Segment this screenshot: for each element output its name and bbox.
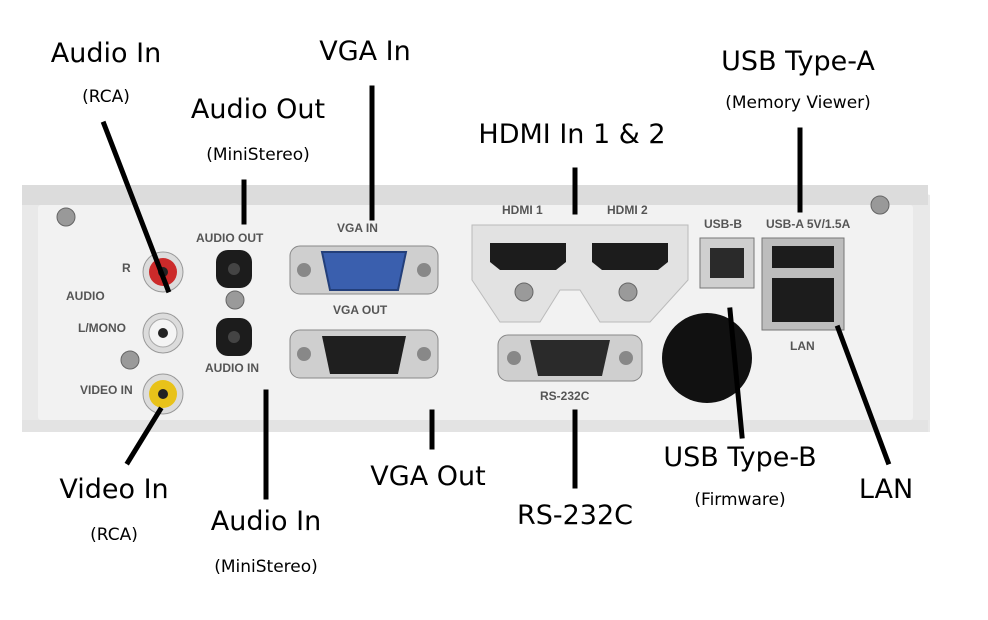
rca-audio-l-jack (142, 312, 184, 354)
usb-b-port (699, 237, 755, 289)
panel-label-audio-in: AUDIO IN (205, 361, 259, 375)
callout-lan-title: LAN (859, 474, 913, 505)
ministereo-out-jack (216, 250, 252, 288)
panel-label-lan: LAN (790, 339, 815, 353)
callout-audio-in-rca-sub: (RCA) (82, 87, 130, 107)
callout-usb-b-title: USB Type-B (663, 442, 816, 473)
callout-usb-b-sub: (Firmware) (694, 490, 785, 510)
callout-audio-out-sub: (MiniStereo) (206, 145, 310, 165)
screw-icon (120, 350, 140, 370)
hdmi-ports (471, 224, 689, 323)
panel-label-r: R (122, 261, 131, 275)
callout-audio-in-mini-title: Audio In (211, 506, 321, 537)
usb-a-lan-ports (761, 237, 845, 331)
panel-label-usb-b: USB-B (704, 217, 742, 231)
callout-labels: Audio In (RCA) Audio Out (MiniStereo) VG… (51, 36, 913, 577)
callout-usb-a-title: USB Type-A (721, 46, 875, 77)
hdmi-1-port (490, 243, 566, 270)
callout-hdmi-in-title: HDMI In 1 & 2 (478, 119, 665, 150)
callout-audio-out-title: Audio Out (191, 94, 325, 125)
rca-video-jack (142, 373, 184, 415)
panel-label-l-mono: L/MONO (78, 321, 126, 335)
panel-label-rs232c: RS-232C (540, 389, 590, 403)
ministereo-in-jack (216, 318, 252, 356)
panel-label-usb-a: USB-A 5V/1.5A (766, 217, 851, 231)
callout-audio-in-mini-sub: (MiniStereo) (214, 557, 318, 577)
callout-video-in-rca-title: Video In (59, 474, 168, 505)
callout-usb-a-sub: (Memory Viewer) (725, 93, 871, 113)
leader-lines (100, 85, 892, 500)
panel-label-vga-out: VGA OUT (333, 303, 388, 317)
callout-rs232c-title: RS-232C (517, 500, 633, 531)
panel-label-audio: AUDIO (66, 289, 105, 303)
panel-label-video-in: VIDEO IN (80, 383, 133, 397)
rubber-plug (662, 313, 752, 403)
screw-icon (225, 290, 245, 310)
hdmi-2-port (592, 243, 668, 270)
callout-vga-out-title: VGA Out (370, 461, 485, 492)
screw-icon (514, 282, 534, 302)
panel-label-audio-out: AUDIO OUT (196, 231, 264, 245)
callout-audio-in-rca-title: Audio In (51, 38, 161, 69)
callout-vga-in-title: VGA In (319, 36, 411, 67)
lan-port (772, 278, 834, 322)
rs232c-port (497, 334, 643, 382)
vga-out-port (289, 329, 439, 379)
screw-icon (618, 282, 638, 302)
panel-label-vga-in: VGA IN (337, 221, 378, 235)
vga-in-port (289, 245, 439, 295)
callout-video-in-rca-sub: (RCA) (90, 525, 138, 545)
screw-icon (870, 195, 890, 215)
panel-label-hdmi1: HDMI 1 (502, 203, 543, 217)
screw-icon (56, 207, 76, 227)
panel-printed-labels: R AUDIO L/MONO VIDEO IN AUDIO OUT AUDIO … (66, 203, 851, 403)
panel-label-hdmi2: HDMI 2 (607, 203, 648, 217)
